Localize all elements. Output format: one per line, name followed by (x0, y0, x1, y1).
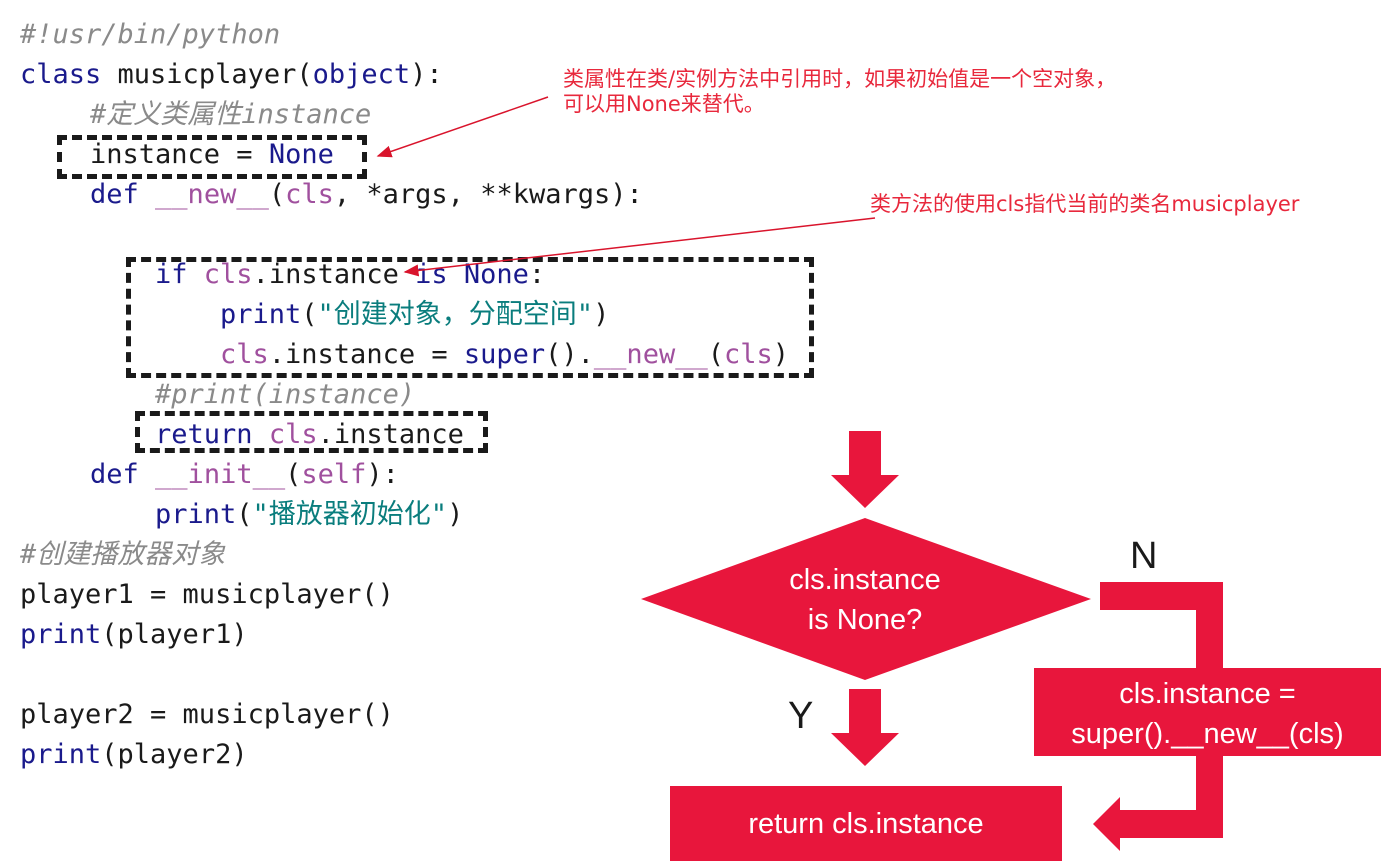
code-line-shebang: #!usr/bin/python (20, 19, 281, 50)
no-connector-vertical (1196, 582, 1223, 672)
code-line-player2: player2 = musicplayer() (20, 699, 394, 730)
code-line-instance: instance = None (90, 139, 334, 170)
code-line-def-init: def __init__(self): (90, 459, 399, 490)
arrow-down-top (831, 431, 899, 508)
code-line-print-player2: print(player2) (20, 739, 248, 770)
highlight-instance-box (57, 135, 367, 179)
create-instance-text: cls.instance = super().__new__(cls) (1071, 678, 1344, 750)
code-line-comment-define: #定义类属性instance (90, 99, 372, 130)
note-instance-none: 类属性在类/实例方法中引用时，如果初始值是一个空对象， 可以用None来替代。 (563, 67, 1117, 116)
highlight-return-box (135, 411, 488, 453)
return-box (670, 786, 1062, 861)
return-text: return cls.instance (748, 808, 984, 840)
code-line-comment-print: #print(instance) (155, 379, 416, 410)
code-line-print-player1: print(player1) (20, 619, 248, 650)
code-line-print-create: print("创建对象，分配空间") (220, 299, 610, 330)
decision-diamond (641, 518, 1091, 680)
yes-label: Y (788, 695, 814, 737)
note1-arrow (376, 96, 549, 158)
highlight-if-block-box (126, 257, 814, 378)
code-line-print-init: print("播放器初始化") (155, 499, 464, 530)
code-line-comment-create: #创建播放器对象 (20, 539, 226, 570)
code-line-def-new: def __new__(cls, *args, **kwargs): (90, 179, 643, 210)
create-instance-box (1034, 668, 1381, 756)
code-line-player1: player1 = musicplayer() (20, 579, 394, 610)
note-cls-classname: 类方法的使用cls指代当前的类名musicplayer (870, 192, 1300, 216)
arrow-down-yes (831, 689, 899, 766)
code-line-return: return cls.instance (155, 419, 464, 450)
decision-text: cls.instance is None? (789, 564, 941, 636)
return-path-vertical (1196, 750, 1223, 812)
code-line-class: class musicplayer(object): (20, 59, 443, 90)
note2-arrow (403, 217, 876, 277)
code-line-assign: cls.instance = super().__new__(cls) (220, 339, 790, 370)
no-label: N (1130, 535, 1158, 577)
return-path-arrowhead (1093, 797, 1120, 851)
return-path-horizontal (1120, 810, 1223, 838)
